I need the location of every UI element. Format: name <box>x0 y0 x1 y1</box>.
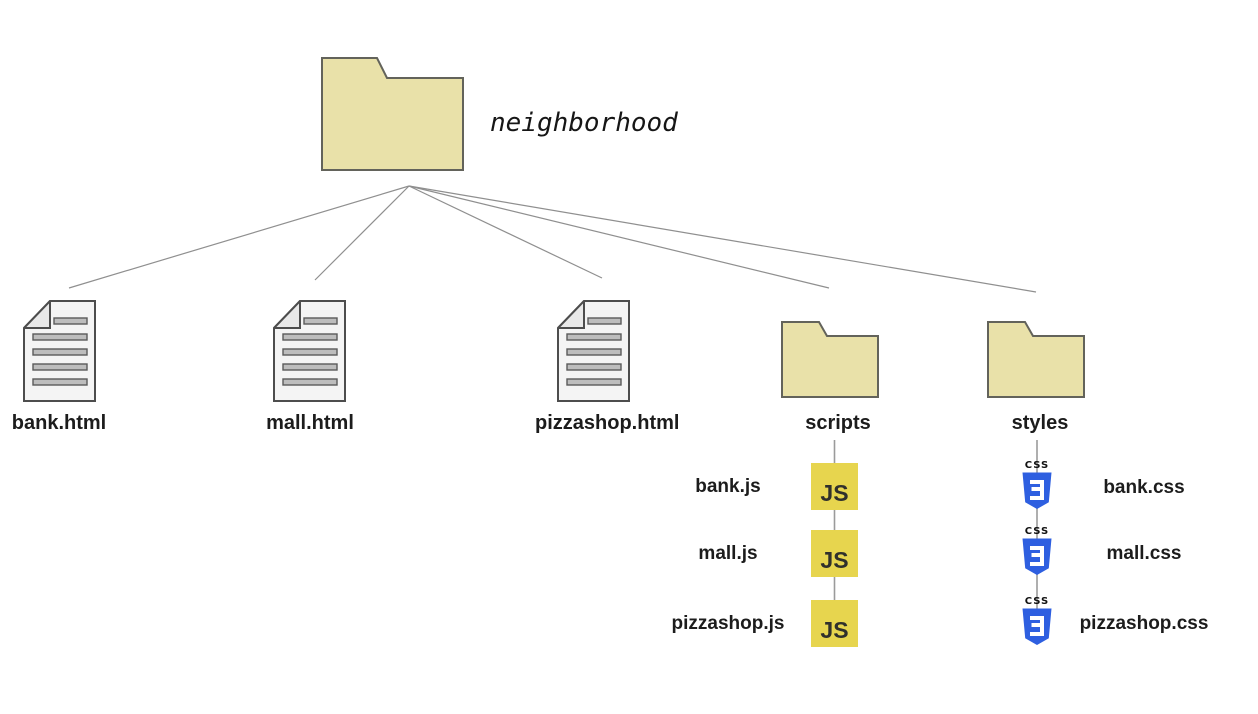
label-mall-html: mall.html <box>266 412 354 434</box>
css-file-icon-pizzashop: CSS <box>1020 597 1054 649</box>
js-badge-text: JS <box>820 617 849 643</box>
js-badge-text: JS <box>820 480 849 506</box>
edge-root-to-scripts <box>408 185 830 289</box>
label-scripts-folder: scripts <box>805 412 871 434</box>
css-badge-text: CSS <box>1024 460 1050 471</box>
label-mall-css: mall.css <box>1106 543 1182 564</box>
folder-icon-styles <box>987 321 1085 398</box>
label-bank-css: bank.css <box>1103 477 1185 498</box>
folder-icon-scripts <box>781 321 879 398</box>
label-pizzashop-css: pizzashop.css <box>1079 613 1209 634</box>
css-badge-text: CSS <box>1024 526 1050 537</box>
folder-icon-neighborhood <box>321 57 464 171</box>
document-icon-mall-html <box>273 300 346 402</box>
label-mall-js: mall.js <box>698 543 758 564</box>
css-shield-icon <box>1022 608 1052 645</box>
document-icon-bank-html <box>23 300 96 402</box>
js-file-icon-bank: JS <box>811 463 858 510</box>
edge-root-to-bank-html <box>68 185 410 289</box>
label-pizzashop-html: pizzashop.html <box>535 412 680 434</box>
label-bank-js: bank.js <box>695 476 761 497</box>
edge-root-to-mall-html <box>314 185 410 281</box>
js-badge-text: JS <box>820 547 849 573</box>
css-file-icon-bank: CSS <box>1020 461 1054 513</box>
css-badge-text: CSS <box>1024 596 1050 607</box>
label-bank-html: bank.html <box>11 412 107 434</box>
css-shield-icon <box>1022 472 1052 509</box>
edge-root-to-pizzashop-html <box>408 185 603 279</box>
css-file-icon-mall: CSS <box>1020 527 1054 579</box>
label-styles-folder: styles <box>1011 412 1069 434</box>
edge-root-to-styles <box>408 185 1037 293</box>
js-file-icon-mall: JS <box>811 530 858 577</box>
label-pizzashop-js: pizzashop.js <box>671 613 785 634</box>
css-shield-icon <box>1022 538 1052 575</box>
root-folder-label: neighborhood <box>490 108 678 138</box>
js-file-icon-pizzashop: JS <box>811 600 858 647</box>
document-icon-pizzashop-html <box>557 300 630 402</box>
